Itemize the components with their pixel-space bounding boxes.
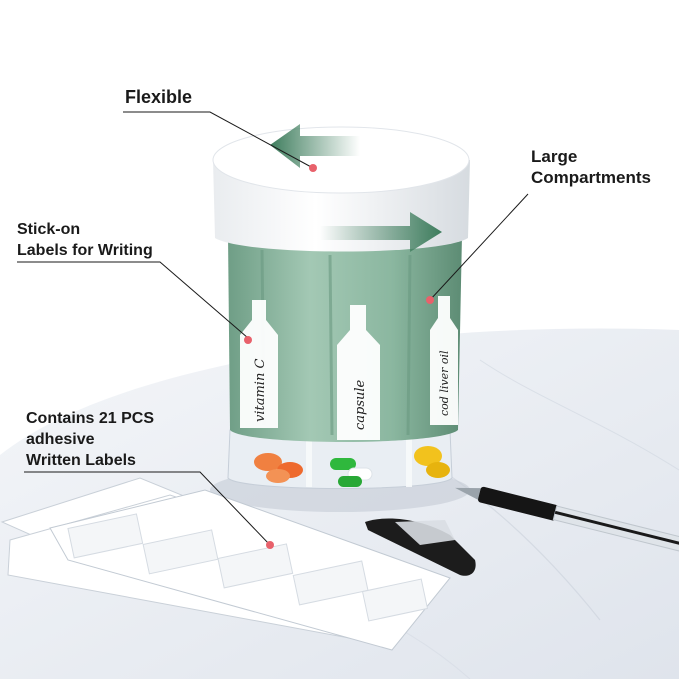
label-capsule: capsule xyxy=(353,379,368,430)
body-rib xyxy=(406,254,412,436)
callout-contains-line3: Written Labels xyxy=(26,452,136,469)
callout-dot-contains xyxy=(266,541,274,549)
callout-line-contains xyxy=(24,471,271,546)
callout-large-line2: Compartments xyxy=(531,168,651,187)
blank-label xyxy=(217,543,294,589)
pen xyxy=(455,486,679,555)
blank-label xyxy=(292,560,369,606)
blank-label xyxy=(361,578,429,622)
callout-contains-labels: Contains 21 PCS adhesive Written Labels xyxy=(26,408,154,471)
callout-stickon-labels: Stick-on Labels for Writing xyxy=(17,219,153,261)
label-tag-2 xyxy=(337,305,380,440)
blank-label xyxy=(142,529,219,575)
label-tag-3 xyxy=(430,296,458,425)
capsule-pill xyxy=(338,476,362,487)
callout-dot-stickon xyxy=(244,336,252,344)
callout-stickon-line2: Labels for Writing xyxy=(17,242,153,259)
callout-dot-flexible xyxy=(309,164,317,172)
orange-pill xyxy=(254,453,282,471)
compartment-divider xyxy=(306,432,312,487)
label-sheet-front xyxy=(49,489,451,651)
marble-vein xyxy=(479,359,679,471)
orange-pill xyxy=(266,469,290,483)
callout-large-line1: Large xyxy=(531,147,578,166)
capsule-pill xyxy=(330,458,356,470)
pen-cap-clear xyxy=(395,520,455,545)
callout-contains-line2: adhesive xyxy=(26,431,95,448)
callout-contains-line1: Contains 21 PCS xyxy=(26,410,155,427)
callout-flexible: Flexible xyxy=(125,87,192,108)
label-vitamin-c: vitamin C xyxy=(253,359,268,422)
callout-dot-large xyxy=(426,296,434,304)
body-rib xyxy=(328,254,334,436)
callout-line-large xyxy=(429,193,529,301)
blank-label xyxy=(67,513,144,559)
yellow-softgel xyxy=(414,446,442,466)
callout-stickon-line1: Stick-on xyxy=(17,221,81,238)
callout-line-stickon xyxy=(17,261,249,339)
callout-flexible-text: Flexible xyxy=(125,87,193,107)
compartment-divider xyxy=(406,432,412,487)
rotate-arrow-bottom-icon xyxy=(320,212,442,252)
yellow-softgel xyxy=(426,462,450,478)
callout-large-compartments: Large Compartments xyxy=(531,146,651,188)
callout-line-flexible xyxy=(123,111,314,169)
pen-cap xyxy=(365,518,476,576)
label-tag-1 xyxy=(240,300,278,428)
label-cod-liver-oil: cod liver oil xyxy=(438,350,451,416)
